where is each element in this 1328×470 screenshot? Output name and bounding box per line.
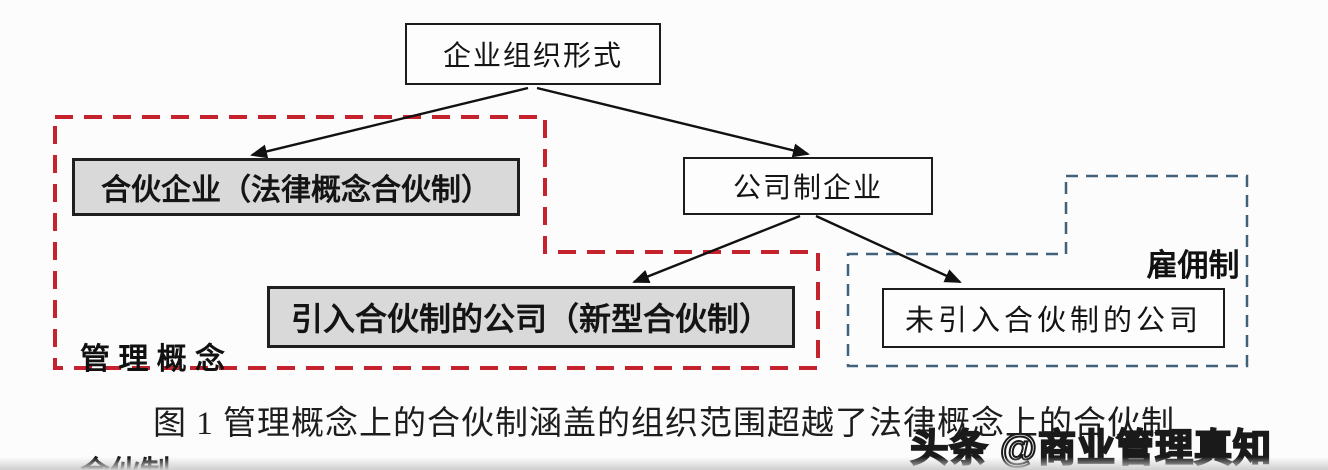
employment-region-label: 雇佣制	[1112, 208, 1239, 324]
new-partnership-company-box: 引入合伙制的公司（新型合伙制）	[267, 286, 795, 348]
management-partnership-region-outline	[53, 115, 820, 370]
management-region-label-line1: 管 理 概 念	[80, 343, 226, 376]
non-partnership-company-box: 未引入合伙制的公司	[882, 288, 1225, 348]
root-box-label: 企业组织形式	[442, 41, 623, 72]
arrow-root-to-partnership	[250, 86, 529, 159]
figure-caption: 图 1 管理概念上的合伙制涵盖的组织范围超越了法律概念上的合伙制	[153, 406, 1175, 442]
arrow-root-to-corporate	[536, 86, 810, 158]
non-partnership-company-label: 未引入合伙制的公司	[904, 305, 1202, 337]
corporate-enterprise-box: 公司制企业	[683, 157, 933, 215]
corporate-enterprise-label: 公司制企业	[732, 173, 883, 204]
employment-region-label-text: 雇佣制	[1146, 247, 1240, 283]
employment-region-outline	[846, 174, 1249, 368]
partnership-enterprise-box: 合伙企业（法律概念合伙制）	[72, 158, 520, 216]
new-partnership-company-label: 引入合伙制的公司（新型合伙制）	[290, 301, 771, 337]
arrow-corporate-to-new-partnership	[632, 214, 801, 284]
partnership-enterprise-label: 合伙企业（法律概念合伙制）	[101, 174, 491, 207]
arrow-corporate-to-non-partnership	[815, 214, 962, 284]
root-box: 企业组织形式	[405, 23, 661, 85]
bottom-edge-strip	[0, 457, 1328, 470]
